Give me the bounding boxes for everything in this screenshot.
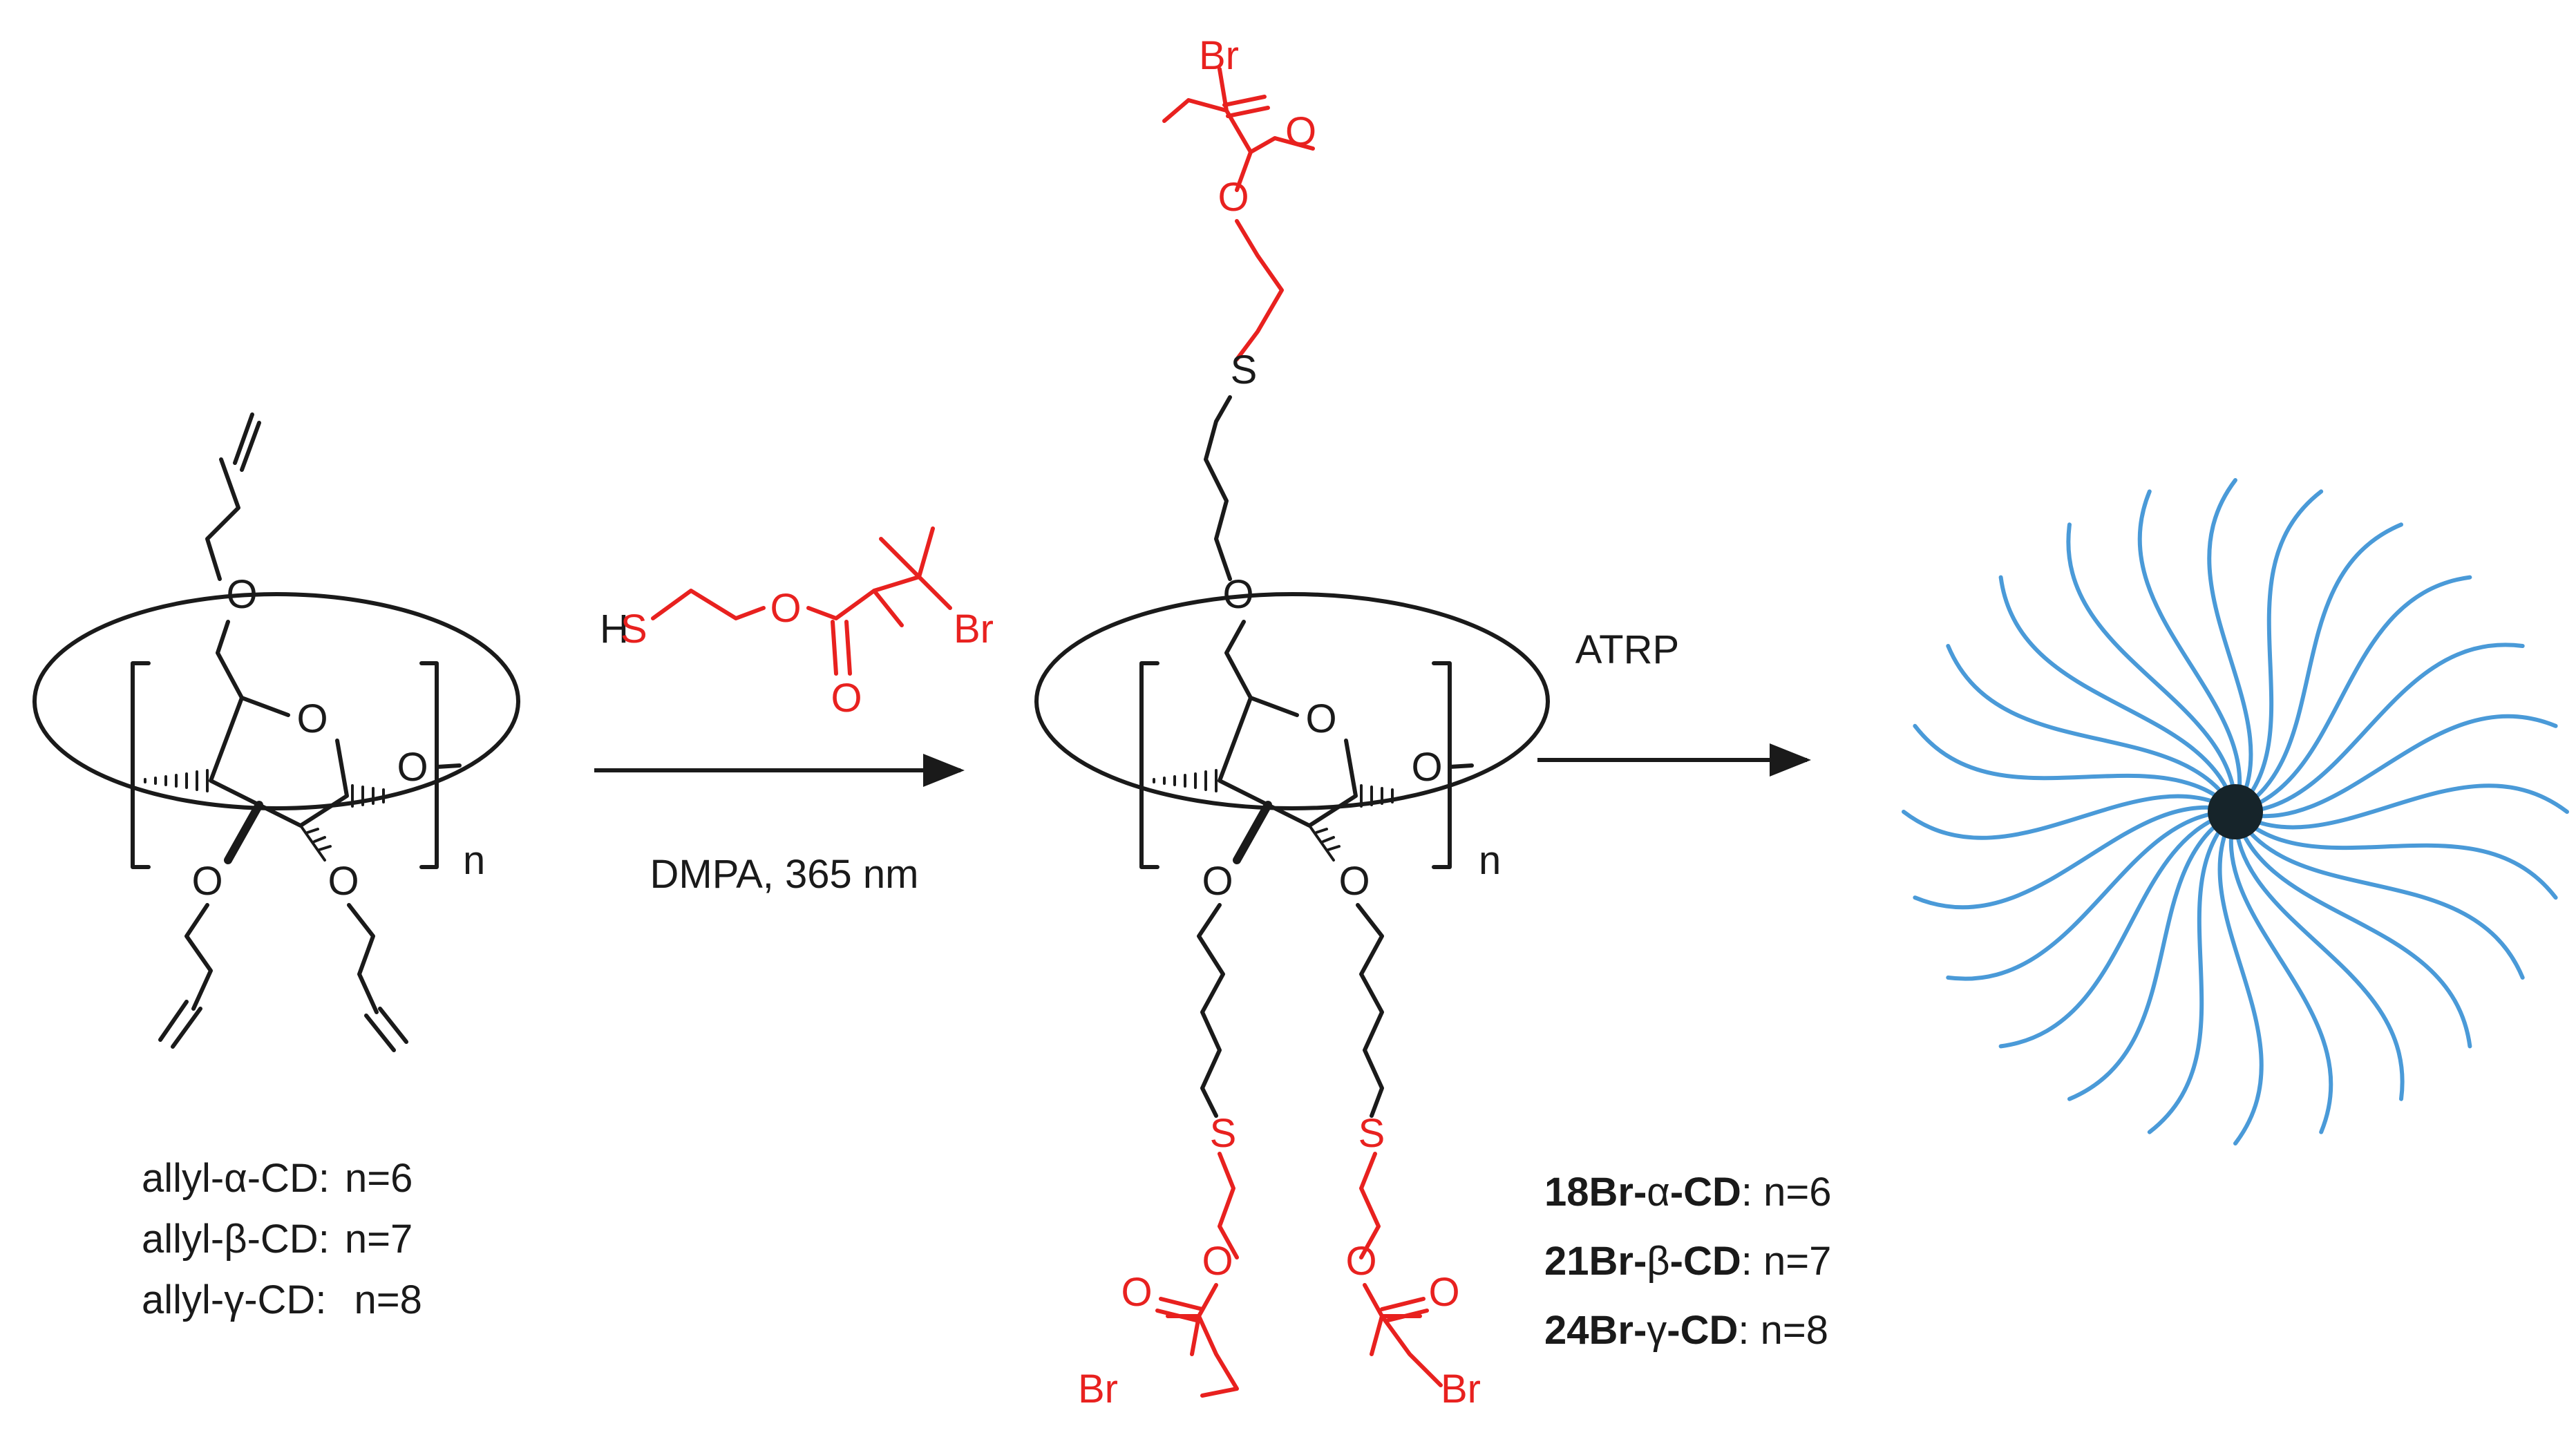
start-series-alpha: allyl-α-CD:n=6 [142, 1156, 413, 1201]
reagent-ether-oxygen: O [770, 586, 801, 631]
product-top-ester-oxygen: O [1218, 175, 1249, 220]
reagent-bromine: Br [954, 607, 994, 652]
product-right-carbonyl-oxygen: O [1428, 1270, 1459, 1315]
start-n-subscript: n [463, 838, 485, 883]
hashed-bond-c1 [351, 784, 385, 808]
polymer-arm [2228, 810, 2333, 1134]
polymer-arm [2233, 810, 2405, 1101]
polymer-arm [2233, 810, 2558, 900]
start-c3-oxygen: O [191, 859, 222, 904]
hashed-bond-c4 [144, 769, 209, 792]
step1-condition: DMPA, 365 nm [650, 852, 919, 897]
polymer-arm [2217, 810, 2264, 1145]
polymer-arm [2066, 522, 2238, 814]
start-series-beta: allyl-β-CD:n=7 [142, 1217, 413, 1262]
product-ring-oxygen: O [1305, 696, 1336, 741]
product-c3-wedge [1233, 801, 1272, 864]
start-c2-oxygen: O [328, 859, 359, 904]
product-c2-oxygen: O [1338, 859, 1370, 904]
star-polymer-core [2208, 784, 2263, 839]
reagent-carbonyl-oxygen: O [831, 676, 862, 721]
product-cyclodextrin-ring [1034, 592, 1550, 810]
c2-allyl-chain [347, 903, 408, 1052]
product-n-subscript: n [1479, 838, 1501, 883]
wedge-bond-c3 [224, 801, 263, 864]
polymer-arm [1913, 723, 2237, 814]
start-glycosidic-oxygen: O [397, 745, 428, 790]
polymer-arm [2233, 783, 2569, 830]
start-series-gamma: allyl-γ-CD:n=8 [142, 1277, 422, 1322]
polymer-arm [1998, 810, 2237, 1049]
reagent-s: S [621, 607, 647, 652]
polymer-arm [2233, 575, 2472, 814]
glucose-ring-bonds [209, 696, 349, 828]
polymer-arm [2067, 810, 2237, 1101]
c6-chain [205, 412, 261, 700]
polymer-arm [2233, 643, 2525, 815]
c3-allyl-chain [158, 903, 213, 1049]
product-c6-oxygen: O [1222, 572, 1253, 617]
start-series-labels: allyl-α-CD:n=6 allyl-β-CD:n=7 allyl-γ-CD… [142, 1156, 422, 1322]
product-top-carbonyl-oxygen: O [1285, 109, 1316, 154]
product-series-labels: 18Br-α-CD: n=6 21Br-β-CD: n=7 24Br-γ-CD:… [1544, 1170, 1832, 1353]
star-polymer-arms [1902, 478, 2569, 1145]
bromo-cd-structure [1034, 395, 1550, 1118]
polymer-arm [2233, 714, 2558, 819]
product-hashed-c4 [1153, 769, 1218, 792]
polymer-arm [2147, 810, 2237, 1134]
polymer-arm [2137, 489, 2242, 814]
product-bromoester-arms [1155, 67, 1443, 1398]
product-hashed-c1 [1360, 784, 1394, 808]
product-glycosidic-oxygen: O [1411, 745, 1442, 790]
left-bracket [131, 661, 151, 869]
step2-condition: ATRP [1575, 627, 1679, 672]
product-c2-chain [1356, 903, 1384, 1118]
product-right-ester-oxygen: O [1345, 1239, 1376, 1284]
product-left-sulfur: S [1210, 1111, 1237, 1156]
polymer-arm [2233, 810, 2525, 980]
glycosidic-tail [435, 763, 462, 769]
start-c6-oxygen: O [226, 572, 257, 617]
hashed-bond-c2 [299, 824, 332, 862]
polymer-arm [1902, 794, 2237, 840]
start-ring-oxygen: O [296, 696, 328, 741]
polymer-arm [2233, 522, 2403, 814]
product-glucose-ring [1218, 696, 1358, 828]
polymer-arm [1913, 805, 2237, 910]
product-c2-hashed [1308, 824, 1341, 862]
product-c6-chain [1204, 395, 1253, 700]
reagent-h: H [600, 607, 629, 652]
product-c3-chain [1197, 903, 1225, 1118]
cyclodextrin-ring-ellipse [32, 592, 520, 810]
product-left-bracket [1139, 661, 1159, 869]
product-right-sulfur: S [1358, 1111, 1385, 1156]
product-series-alpha: 18Br-α-CD: n=6 [1544, 1170, 1832, 1215]
product-left-ester-oxygen: O [1202, 1239, 1233, 1284]
polymer-arm [1946, 644, 2237, 814]
product-top-sulfur: S [1231, 348, 1258, 392]
polymer-arm [2233, 489, 2324, 814]
product-series-gamma: 24Br-γ-CD: n=8 [1544, 1308, 1828, 1353]
product-left-carbonyl-oxygen: O [1121, 1270, 1152, 1315]
product-series-beta: 21Br-β-CD: n=7 [1544, 1239, 1831, 1284]
product-glycosidic-tail [1448, 763, 1474, 769]
product-c3-oxygen: O [1202, 859, 1233, 904]
thiol-reagent-structure [651, 526, 952, 676]
polymer-arm [1998, 575, 2237, 814]
allyl-cd-structure [32, 412, 520, 1052]
product-right-bromine: Br [1441, 1367, 1481, 1411]
product-top-bromine: Br [1199, 33, 1239, 78]
product-left-bromine: Br [1078, 1367, 1118, 1411]
polymer-arm [2233, 810, 2472, 1049]
polymer-arm [1946, 809, 2237, 981]
polymer-arm [2207, 478, 2253, 814]
